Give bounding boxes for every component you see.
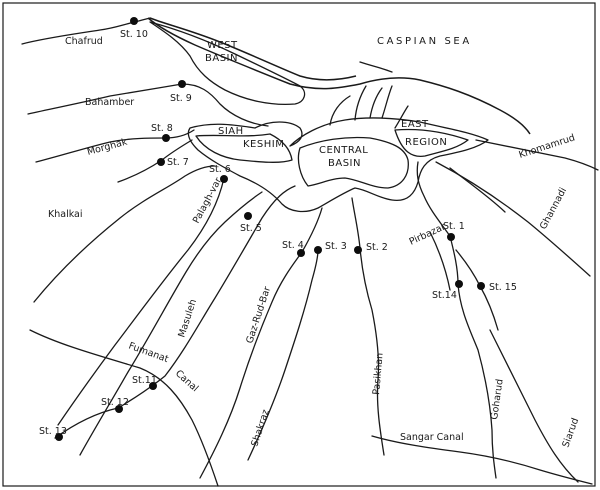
river-label-masuleh: Masuleh [176, 298, 199, 339]
river-khomamrud [475, 139, 599, 171]
station-marker-st1[interactable] [447, 233, 455, 241]
station-marker-st11[interactable] [149, 382, 157, 390]
river-morghak [35, 129, 195, 163]
station-label-st5: St. 5 [240, 223, 262, 234]
station-label-st11: St.11 [132, 375, 157, 386]
station-label-st8: St. 8 [151, 123, 173, 134]
station-marker-st7[interactable] [157, 158, 165, 166]
east-region-label-2: REGION [405, 137, 447, 148]
river-label-bahamber: Bahamber [85, 97, 134, 108]
coastline-inner [149, 17, 357, 81]
river-masuleh [79, 191, 263, 456]
outlet-channel [329, 95, 351, 126]
river-label-fumanat: Fumanat [127, 340, 170, 365]
station-marker-st3[interactable] [314, 246, 322, 254]
river-label-khalkai: Khalkai [48, 209, 83, 220]
outlet-channel [381, 85, 393, 119]
river-palagh-var [57, 177, 225, 426]
station-marker-st15[interactable] [477, 282, 485, 290]
river-label-ghannadi: Ghannadi [538, 186, 569, 232]
caspian-sea-label: CASPIAN SEA [377, 36, 472, 47]
outlet-channel [394, 105, 409, 129]
river-pasikhan [351, 197, 385, 456]
river-chafrud [21, 17, 151, 45]
station-label-st1: St. 1 [443, 221, 465, 232]
river-gaz-rud-bar [199, 207, 323, 479]
river-label-canal: Canal [173, 368, 200, 394]
station-label-st7: St. 7 [167, 157, 189, 168]
sea-spit [359, 61, 393, 73]
station-label-st6: St. 6 [209, 164, 231, 175]
station-label-st9: St. 9 [170, 93, 192, 104]
map-border [2, 2, 596, 487]
station-marker-st8[interactable] [162, 134, 170, 142]
siah-keshim-inner [195, 133, 293, 163]
station-label-st2: St. 2 [366, 242, 388, 253]
east-region-label-1: EAST [401, 119, 429, 130]
west-basin-outline [149, 21, 306, 106]
station-marker-st10[interactable] [130, 17, 138, 25]
west-basin-label-1: WEST [207, 40, 238, 51]
main-lagoon-outline [187, 117, 489, 213]
river-label-chafrud: Chafrud [65, 36, 103, 47]
sangar-canal [371, 435, 593, 485]
river-khalkai [33, 165, 216, 303]
station-marker-st6[interactable] [220, 175, 228, 183]
west-basin-label-2: BASIN [205, 53, 238, 64]
central-basin-label-1: CENTRAL [319, 145, 368, 156]
station-label-st12: St. 12 [101, 397, 129, 408]
station-label-st13: St. 13 [39, 426, 67, 437]
station-marker-st9[interactable] [178, 80, 186, 88]
river-label-sangar-canal: Sangar Canal [400, 432, 464, 443]
east-region-inner [394, 128, 469, 158]
keshim-label: KESHIM [243, 139, 284, 150]
siah-label: SIAH [218, 126, 244, 137]
station-marker-st5[interactable] [244, 212, 252, 220]
station-marker-st12[interactable] [115, 405, 123, 413]
station-label-st14: St.14 [432, 290, 457, 301]
river-label-pirbazar: Pirbazar [408, 221, 448, 247]
central-basin-label-2: BASIN [328, 158, 361, 169]
station-label-st10: St. 10 [120, 29, 148, 40]
river-siarud [489, 329, 579, 483]
river-st13-main [54, 185, 296, 439]
river-label-morghak: Morghak [86, 137, 129, 158]
river-east-stream [429, 231, 451, 291]
station-label-st15: St. 15 [489, 282, 517, 293]
station-marker-st2[interactable] [354, 246, 362, 254]
outlet-channel [369, 87, 383, 119]
river-bahamber [27, 83, 269, 127]
station-label-st4: St. 4 [282, 240, 304, 251]
river-pirbazar [416, 161, 451, 237]
outlet-channel [354, 85, 367, 121]
river-label-siarud: Siarud [560, 417, 581, 449]
river-shakraz [247, 249, 319, 461]
station-label-st3: St. 3 [325, 241, 347, 252]
river-ghannadi-branch [449, 167, 506, 213]
river-label-palagh-var: Palagh-var [191, 176, 224, 226]
river-ghannadi [435, 161, 591, 277]
station-marker-st4[interactable] [297, 249, 305, 257]
river-label-pasikhan: Pasikhan [371, 352, 386, 395]
central-basin-inner [297, 136, 409, 189]
station-marker-st14[interactable] [455, 280, 463, 288]
fumanat-canal [29, 329, 219, 487]
river-label-goharud: Goharud [489, 378, 506, 420]
river-label-shakraz: Shakraz [249, 408, 271, 448]
river-goharud [449, 235, 497, 479]
coastline [147, 17, 531, 135]
station-marker-st13[interactable] [55, 433, 63, 441]
river-label-khomamrud: Khomamrud [518, 132, 577, 160]
